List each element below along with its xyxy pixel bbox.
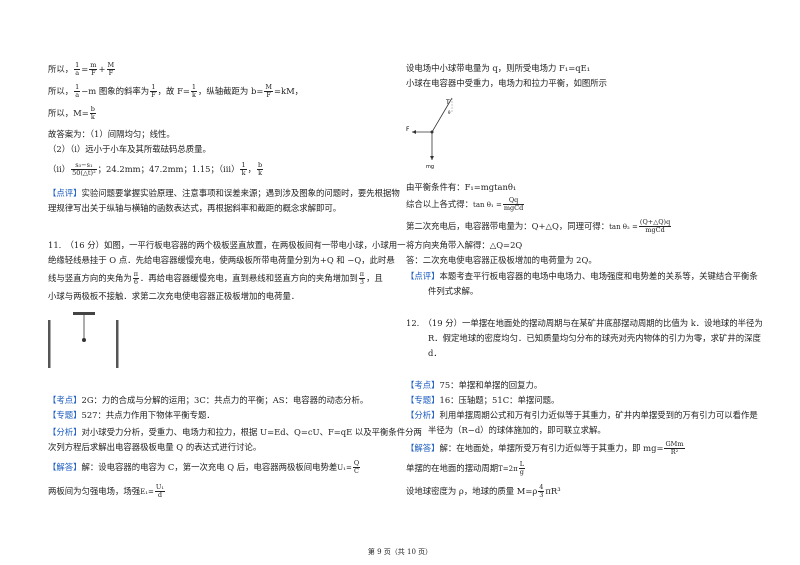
r-line-7: 答：二次充电使电容器正极板增加的电荷量为 2Q。 (406, 255, 597, 265)
question-12-line-1: 12. （19 分）一单摆在地面处的摆动周期与在某矿井底部摆动周期的比值为 k．… (406, 318, 763, 328)
comment-1-cont: 理规律写出关于纵轴与横轴的函数表达式，再根据斜率和截距的概念求解即可。 (48, 203, 342, 213)
left-plate (48, 320, 51, 368)
force-diagram: T θ F mg (406, 97, 453, 170)
answer-summary: 故答案为：（1）间隔均匀；线性。 (48, 129, 175, 139)
ball-point (430, 130, 434, 134)
r-fenxi-line-cont: 半径为（R−d）的球体施加的，即可联立求解。 (428, 425, 606, 435)
r-kaodian-line: 【考点】75：单摆和单摆的回复力。 (406, 380, 543, 390)
question-11-line-1: 11. （16 分）如图，一平行板电容器的两个极板竖直放置，在两极板间有一带电小… (48, 240, 406, 250)
capacitor-figure (48, 312, 119, 368)
r-line-3: 由平衡条件有：F₁=mgtanθ₁ (406, 182, 517, 192)
r-line-1: 设电场中小球带电量为 q，则所受电场力 F₁=qE₁ (406, 63, 591, 73)
gravity-label: mg (426, 164, 434, 170)
zhuanti-line: 【专题】527：共点力作用下物体平衡专题． (48, 410, 215, 420)
fenxi-line: 【分析】对小球受力分析，受重力、电场力和拉力，根据 U=Ed、Q=cU、F=qE… (48, 427, 422, 437)
question-12-line-2: R．假定地球的密度均匀．已知质量均匀分布的球壳对壳内物体的引力为零，求矿井的深度 (428, 333, 761, 343)
jieda-line: 【解答】解：设电容器的电容为 C，第一次充电 Q 后，电容器两极板间电势差U₁=… (48, 459, 361, 475)
kaodian-line: 【考点】2G：力的合成与分解的运用；3C：共点力的平衡；AS：电容器的动态分析。 (48, 395, 369, 405)
question-11-line-2: 绝缘轻线悬挂于 O 点．先给电容器缓慢充电，使两级板所带电荷量分别为+Q 和 −… (48, 255, 395, 265)
r-line-5: 第二次充电后，电容器带电量为：Q+△Q，同理可得：tan θ₂ =(Q+△Q)q… (406, 218, 672, 234)
force-label: F (406, 126, 410, 133)
r-line-2: 小球在电容器中受重力，电场力和拉力平衡，如图所示 (406, 78, 607, 88)
r-line-6: 将方向夹角带入解得：△Q=2Q (406, 240, 523, 250)
gravity-arrowhead (430, 156, 434, 160)
comment-2-cont: 件列式求解。 (428, 286, 479, 296)
tension-vector (431, 97, 453, 133)
question-11-line-4: 小球与两极板不接触．求第二次充电使电容器正极板增加的电荷量． (48, 291, 300, 301)
r-zhuanti-line: 【专题】16：压轴题；51C：单摆问题。 (406, 395, 560, 405)
tension-label: T (445, 99, 450, 106)
angle-label: θ (448, 110, 451, 115)
r-fenxi-line: 【分析】利用单摆周期公式和万有引力近似等于其重力，矿井内单摆受到的万有引力可以看… (406, 410, 758, 420)
comment-tag: 【点评】 (48, 188, 82, 198)
question-12-line-3: d． (428, 348, 442, 358)
charged-ball (82, 338, 86, 342)
right-plate (116, 320, 119, 368)
electric-force-arrowhead (412, 130, 416, 134)
ceiling-support (73, 312, 95, 315)
page-footer: 第 9 页（共 10 页） (367, 548, 433, 556)
comment-1: 【点评】实验问题要掌握实验原理、注意事项和误差来源；遇到涉及图象的问题时，要先根… (48, 188, 400, 198)
comment-2: 【点评】本题考查平行板电容器的电场中电场力、电场强度和电势差的关系等，关键结合平… (406, 271, 758, 281)
answer-2i: （2）（i）远小于小车及其所载砝码总质量。 (48, 144, 211, 154)
fenxi-line-cont: 次列方程后求解出电容器极板电量 Q 的表达式进行讨论。 (48, 442, 262, 452)
